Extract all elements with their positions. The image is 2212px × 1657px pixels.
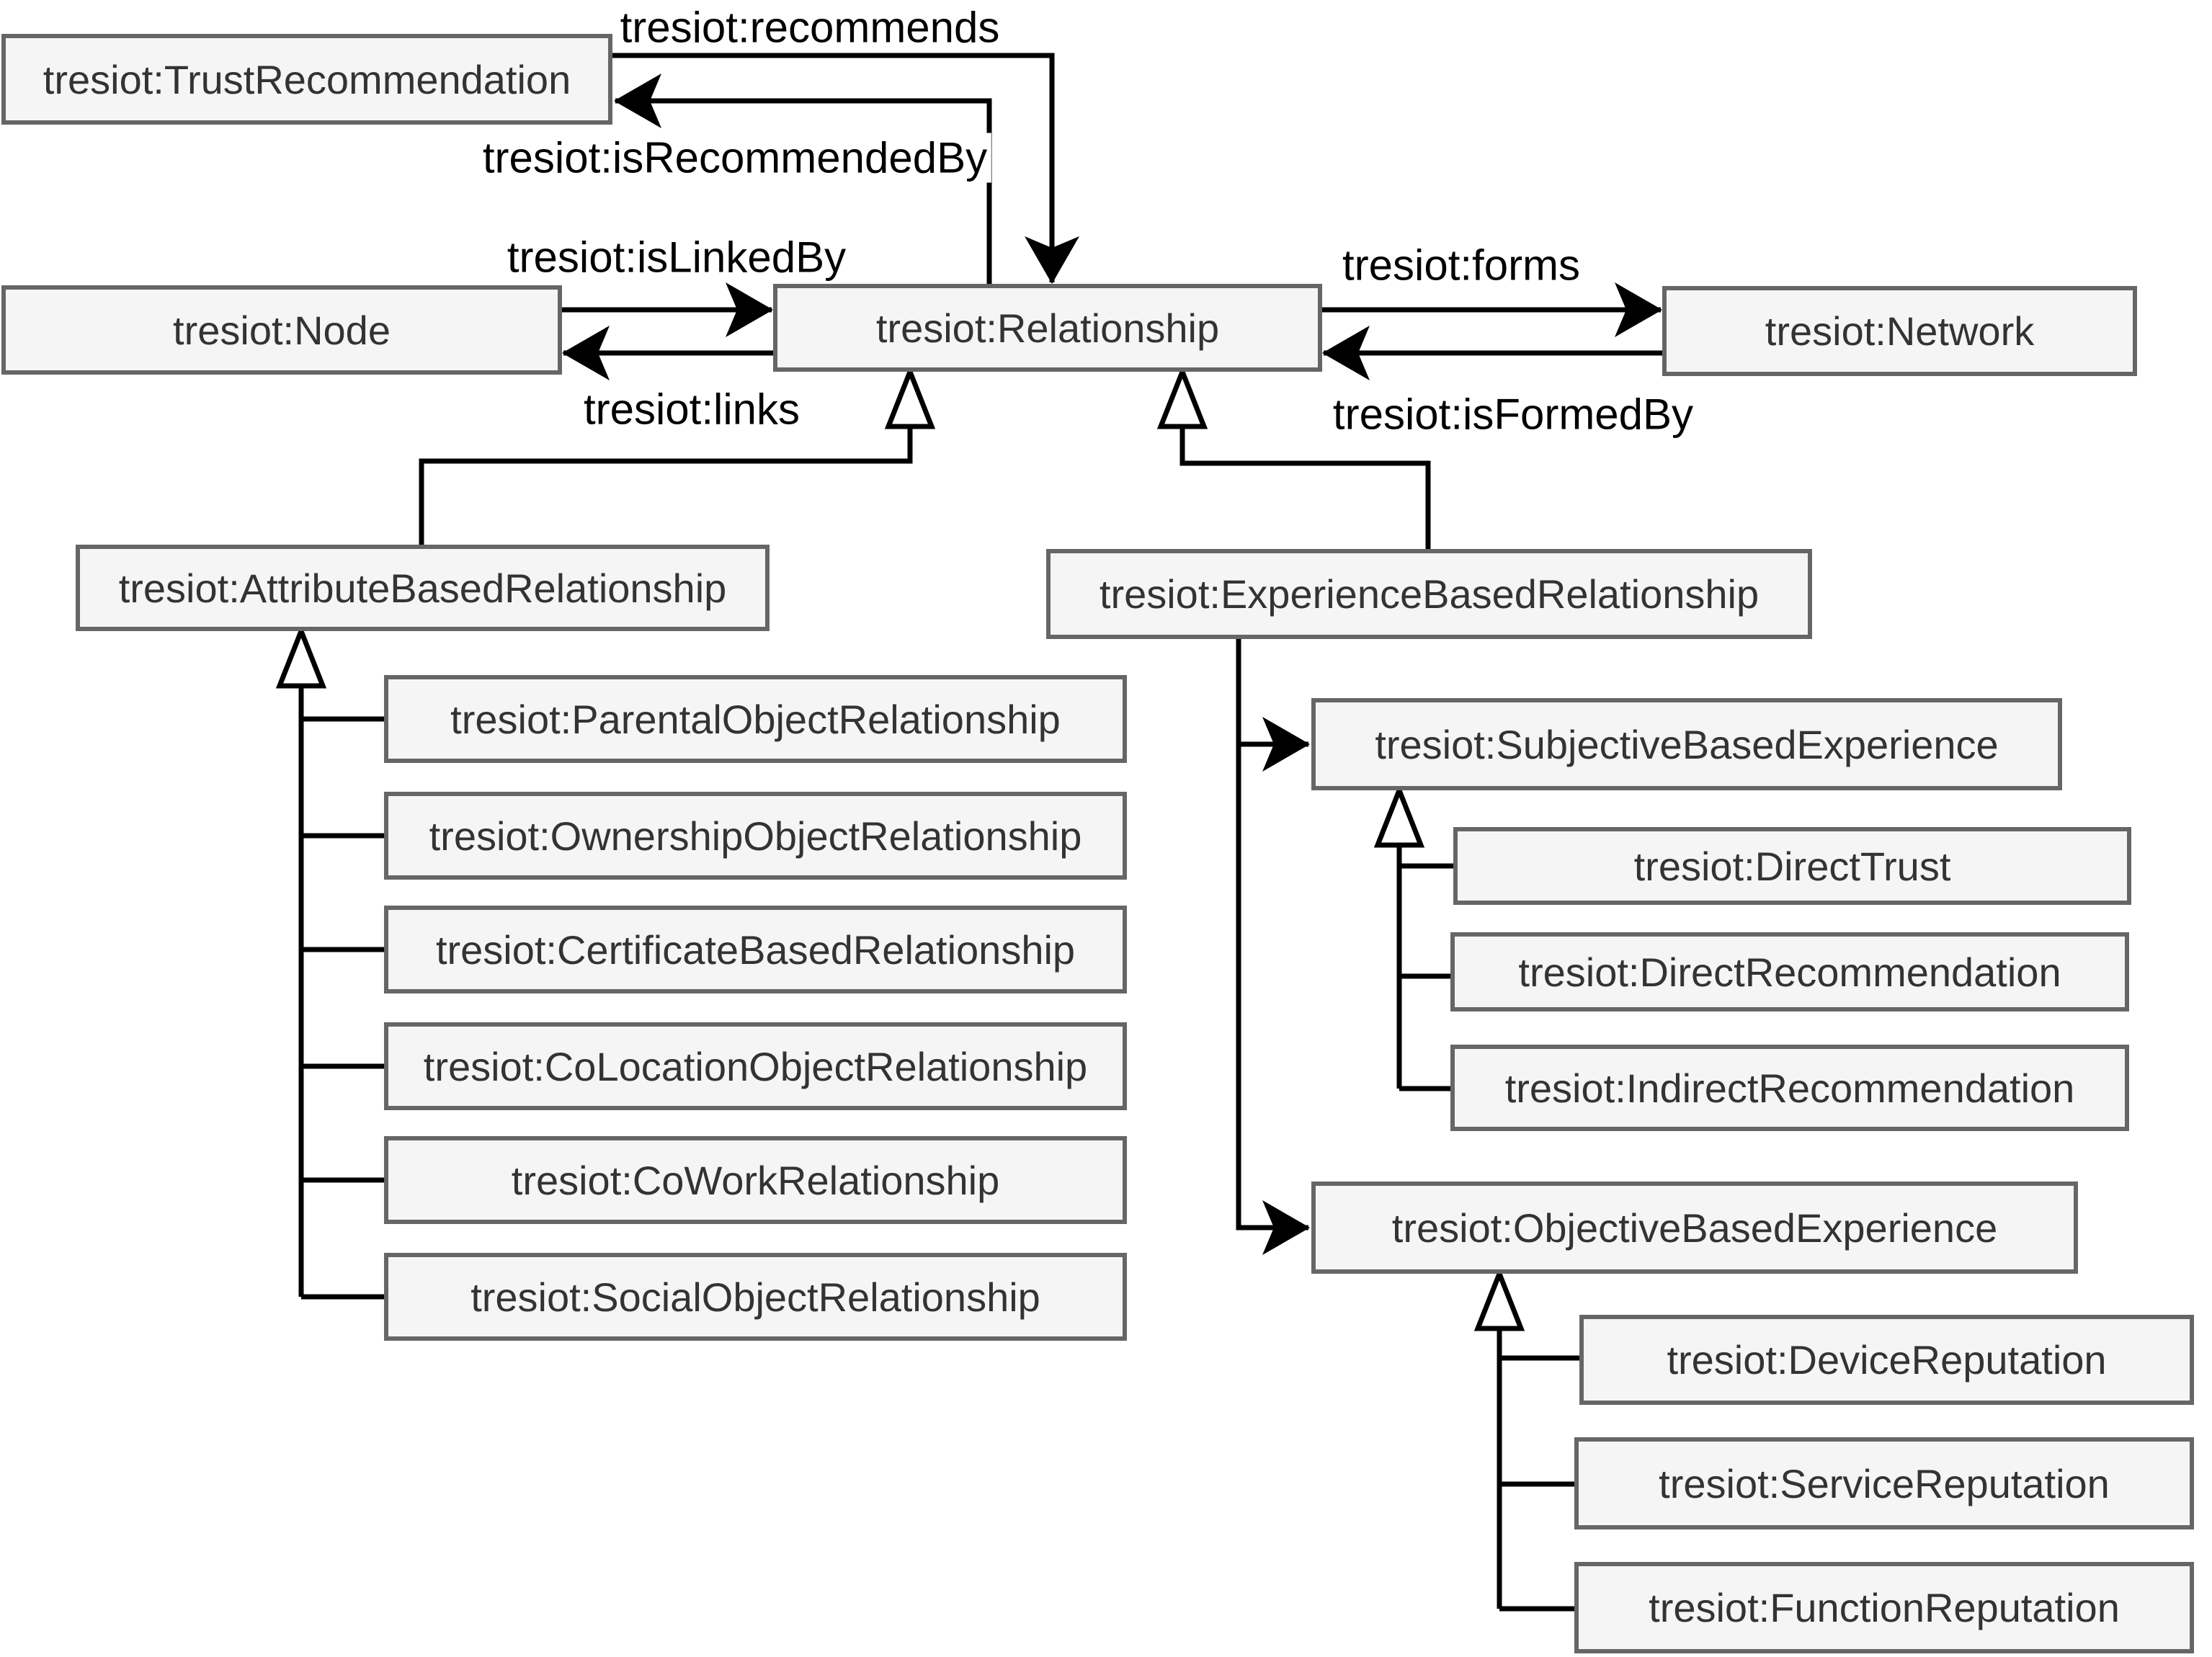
inheritance-triangle-icon-attribute-based xyxy=(275,624,327,689)
edge-experience-trunk xyxy=(1236,639,1310,1255)
edge-label-is-formed-by: tresiot:isFormedBy xyxy=(1328,389,1698,439)
inheritance-triangle-icon-subjective-based xyxy=(1373,783,1425,848)
edge-attribute-inheritance xyxy=(419,426,913,545)
class-box-function-reputation: tresiot:FunctionReputation xyxy=(1574,1562,2194,1653)
edge-label-links: tresiot:links xyxy=(579,384,805,434)
class-box-direct-recommendation: tresiot:DirectRecommendation xyxy=(1450,932,2129,1011)
class-box-experience-based-relationship: tresiot:ExperienceBasedRelationship xyxy=(1046,549,1812,639)
class-box-cowork-relationship: tresiot:CoWorkRelationship xyxy=(384,1136,1127,1224)
class-box-parental-object-relationship: tresiot:ParentalObjectRelationship xyxy=(384,675,1127,763)
edge-label-is-linked-by: tresiot:isLinkedBy xyxy=(502,232,851,282)
edge-label-recommends: tresiot:recommends xyxy=(615,2,1004,53)
class-box-direct-trust: tresiot:DirectTrust xyxy=(1453,827,2131,905)
class-box-device-reputation: tresiot:DeviceReputation xyxy=(1579,1315,2194,1405)
inheritance-triangle-icon-relationship-right xyxy=(1156,365,1208,429)
class-box-colocation-object-relationship: tresiot:CoLocationObjectRelationship xyxy=(384,1022,1127,1110)
class-box-indirect-recommendation: tresiot:IndirectRecommendation xyxy=(1450,1045,2129,1131)
class-box-trust-recommendation: tresiot:TrustRecommendation xyxy=(1,34,612,125)
edge-label-forms: tresiot:forms xyxy=(1337,240,1585,290)
class-box-social-object-relationship: tresiot:SocialObjectRelationship xyxy=(384,1253,1127,1341)
edge-label-is-recommended-by: tresiot:isRecommendedBy xyxy=(478,133,992,183)
edge-experience-inheritance xyxy=(1179,426,1431,549)
class-box-ownership-object-relationship: tresiot:OwnershipObjectRelationship xyxy=(384,792,1127,880)
class-box-objective-based-experience: tresiot:ObjectiveBasedExperience xyxy=(1311,1182,2078,1274)
edge-is-recommended-by xyxy=(614,73,992,284)
edge-recommends xyxy=(612,53,1079,284)
inheritance-triangle-icon-relationship-left xyxy=(884,365,936,429)
class-box-node: tresiot:Node xyxy=(1,285,562,375)
inheritance-triangle-icon-objective-based xyxy=(1473,1267,1525,1331)
class-box-network: tresiot:Network xyxy=(1662,286,2137,376)
class-box-certificate-based-relationship: tresiot:CertificateBasedRelationship xyxy=(384,906,1127,993)
class-box-subjective-based-experience: tresiot:SubjectiveBasedExperience xyxy=(1311,698,2062,790)
class-box-attribute-based-relationship: tresiot:AttributeBasedRelationship xyxy=(76,545,770,631)
class-box-service-reputation: tresiot:ServiceReputation xyxy=(1574,1437,2194,1529)
class-box-relationship: tresiot:Relationship xyxy=(773,284,1322,372)
